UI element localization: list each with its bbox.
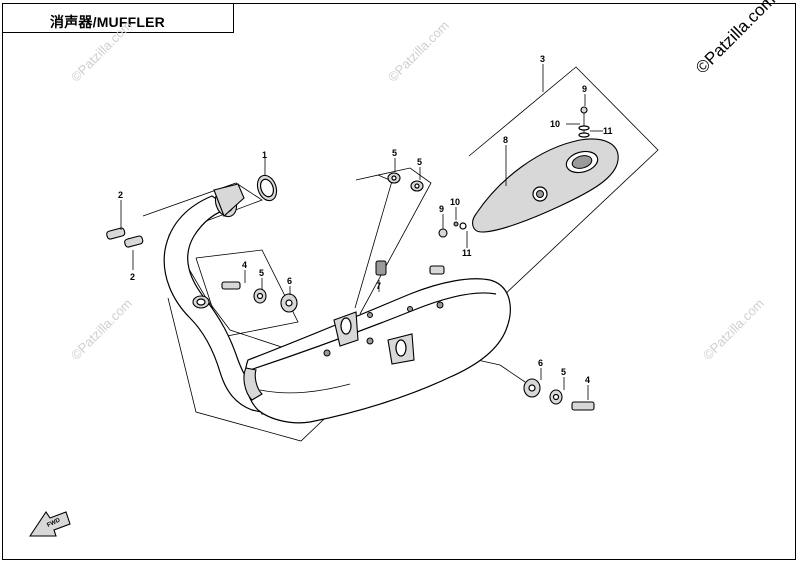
forward-arrow-icon: FWD — [28, 511, 71, 537]
heat-shield-part-8 — [472, 138, 619, 233]
title-box: 消声器/MUFFLER — [2, 3, 234, 33]
callout-9a: 9 — [439, 204, 444, 214]
stud-bolts-part-2 — [106, 227, 144, 248]
callout-11a: 11 — [462, 248, 472, 258]
callout-6a: 6 — [287, 276, 292, 286]
callout-8: 8 — [503, 135, 508, 145]
callout-5a: 5 — [392, 148, 397, 158]
callout-5c: 5 — [259, 268, 264, 278]
muffler-body — [243, 265, 511, 424]
callout-10b: 10 — [550, 119, 560, 129]
callout-5b: 5 — [417, 157, 422, 167]
callout-3: 3 — [540, 54, 545, 64]
callout-9b: 9 — [582, 84, 587, 94]
fasteners — [221, 106, 595, 411]
callout-1: 1 — [262, 150, 267, 160]
callout-5d: 5 — [561, 367, 566, 377]
callout-4a: 4 — [242, 260, 247, 270]
callout-11b: 11 — [603, 126, 613, 136]
callout-2b: 2 — [130, 272, 135, 282]
callout-10a: 10 — [450, 197, 460, 207]
callout-2a: 2 — [118, 190, 123, 200]
page-title: 消声器/MUFFLER — [50, 14, 165, 30]
fwd-label: FWD — [46, 517, 62, 528]
leader-lines — [120, 64, 603, 400]
diagram-frame — [2, 3, 796, 560]
gasket-part-1 — [256, 174, 278, 202]
callout-numbers: 1 2 2 3 4 4 5 5 5 5 6 6 7 8 9 9 10 10 11… — [118, 54, 613, 385]
callout-4b: 4 — [585, 375, 590, 385]
group-outline-exhaust-pipe — [142, 182, 366, 442]
callout-6b: 6 — [538, 358, 543, 368]
callout-7: 7 — [376, 281, 381, 291]
